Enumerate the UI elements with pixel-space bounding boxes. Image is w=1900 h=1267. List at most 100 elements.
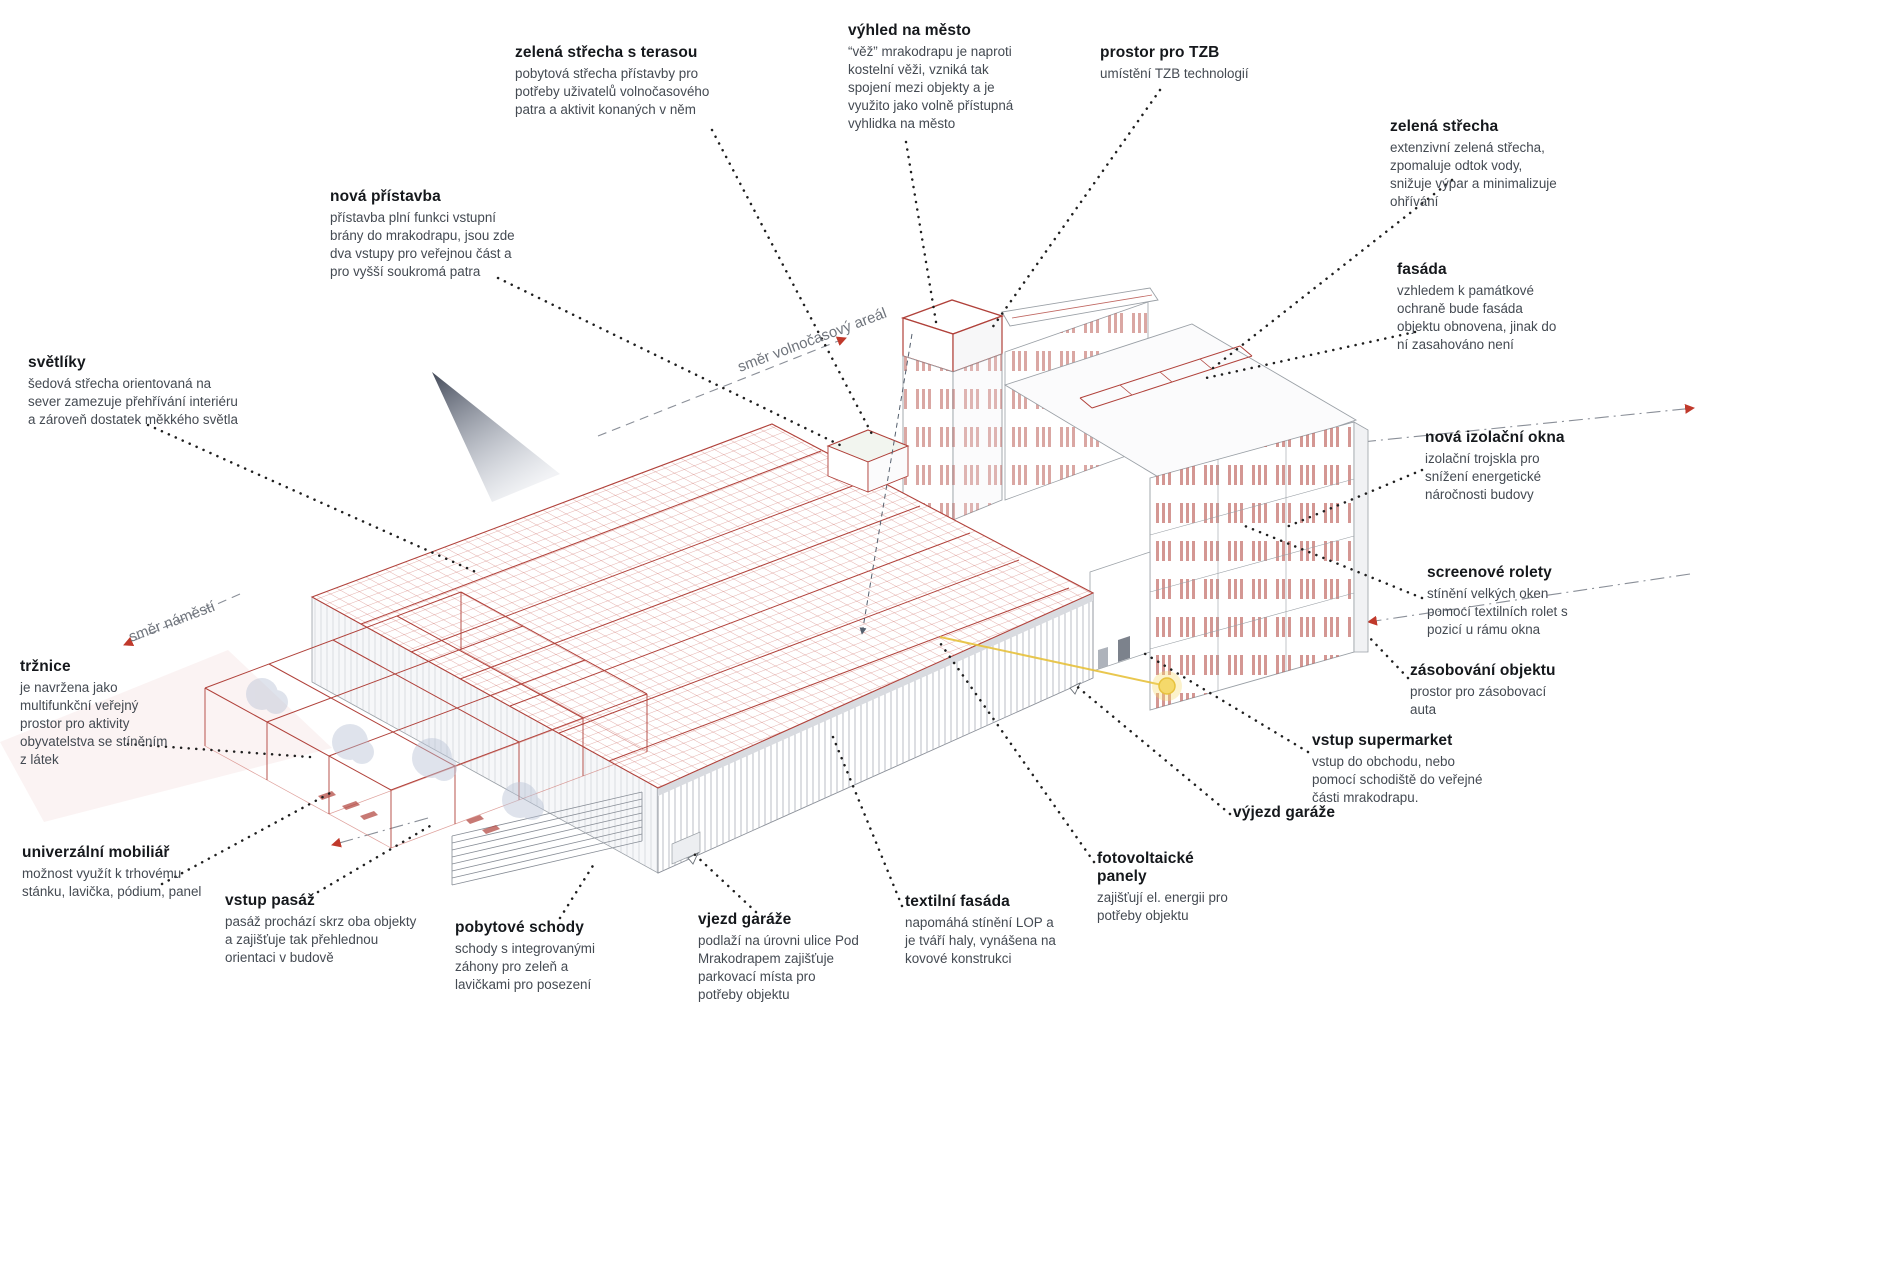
annotation-body: vzhledem k památkové ochraně bude fasáda…: [1397, 283, 1557, 352]
annotation-nova-pristavba: nová přístavba přístavba plní funkci vst…: [330, 188, 520, 281]
annotation-body: šedová střecha orientovaná na sever zame…: [28, 376, 238, 427]
annotation-title: prostor pro TZB: [1100, 44, 1220, 61]
annotation-body: zajišťují el. energii pro potřeby objekt…: [1097, 890, 1228, 923]
annotation-body: extenzivní zelená střecha, zpomaluje odt…: [1390, 140, 1557, 209]
annotation-title: zelená střecha s terasou: [515, 44, 698, 61]
annotation-title: fasáda: [1397, 261, 1447, 278]
annotation-vyhled-na-mesto: výhled na město “věž” mrakodrapu je napr…: [848, 22, 1018, 133]
leader-fotovoltaicke-panely: [936, 638, 1096, 864]
annotation-zelena-strecha-terasa: zelená střecha s terasou pobytová střech…: [515, 44, 730, 119]
leader-nova-izolacni-okna: [1282, 468, 1424, 530]
annotation-prostor-tzb: prostor pro TZB umístění TZB technologií: [1100, 44, 1290, 83]
annotation-pobytove-schody: pobytové schody schody s integrovanými z…: [455, 919, 620, 994]
annotation-body: “věž” mrakodrapu je naproti kostelní věž…: [848, 44, 1014, 131]
square-direction-zone: [0, 650, 332, 822]
annotation-vyjezd-garaze: výjezd garáže: [1233, 804, 1363, 825]
axis-namesti: [123, 593, 241, 646]
annotation-zelena-strecha: zelená střecha extenzivní zelená střecha…: [1390, 118, 1565, 211]
leader-zelena-strecha-terasa: [710, 128, 876, 440]
garage-entry-opening: [671, 831, 701, 865]
annotation-title: výhled na město: [848, 22, 971, 39]
annotation-title: pobytové schody: [455, 919, 584, 936]
sun-path: [939, 636, 1182, 701]
annotation-title: textilní fasáda: [905, 893, 1010, 910]
annotation-title: univerzální mobiliář: [22, 844, 170, 861]
leader-zasobovani: [1366, 634, 1410, 680]
leader-svetliky: [146, 423, 480, 575]
annotation-title: vjezd garáže: [698, 911, 792, 928]
annotation-vstup-pasaz: vstup pasáž pasáž prochází skrz oba obje…: [225, 892, 420, 967]
annotation-textilni-fasada: textilní fasáda napomáhá stínění LOP a j…: [905, 893, 1065, 968]
roof-addition: [826, 429, 910, 493]
leader-screenove-rolety: [1238, 522, 1424, 600]
annotation-body: pobytová střecha přístavby pro potřeby u…: [515, 66, 710, 117]
annotation-title: zásobování objektu: [1410, 662, 1556, 679]
axis-volnocasovy: [597, 336, 847, 437]
annotation-fasada: fasáda vzhledem k památkové ochraně bude…: [1397, 261, 1567, 354]
direction-label-volnocasovy: směr volnočasový areál: [735, 305, 889, 376]
leader-fasada: [1204, 330, 1417, 380]
axis-supply-route: [1367, 573, 1691, 626]
annotation-title: zelená střecha: [1390, 118, 1499, 135]
annotation-title: světlíky: [28, 354, 86, 371]
market-posts: [204, 592, 648, 848]
leader-vstup-pasaz: [316, 824, 432, 894]
tower: [900, 299, 1005, 521]
annotation-body: vstup do obchodu, nebo pomocí schodiště …: [1312, 754, 1483, 805]
annotation-body: napomáhá stínění LOP a je tváří haly, vy…: [905, 915, 1056, 966]
street-furniture: [318, 791, 500, 834]
annotation-univerzalni-mobiliar: univerzální mobiliář možnost využít k tr…: [22, 844, 217, 901]
direction-label-namesti: směr náměstí: [126, 598, 218, 646]
annotation-title: screenové rolety: [1427, 564, 1552, 581]
leader-zelena-strecha: [1206, 178, 1454, 374]
annotation-nova-izolacni-okna: nová izolační okna izolační trojskla pro…: [1425, 429, 1585, 504]
annotation-title: vstup supermarket: [1312, 732, 1453, 749]
annotation-fotovoltaicke-panely: fotovoltaické panely zajišťují el. energ…: [1097, 850, 1247, 925]
annotation-vjezd-garaze: vjezd garáže podlaží na úrovni ulice Pod…: [698, 911, 863, 1004]
annotation-body: umístění TZB technologií: [1100, 66, 1249, 81]
annotation-screenove-rolety: screenové rolety stínění velkých oken po…: [1427, 564, 1587, 639]
axis-road-east: [1361, 403, 1695, 443]
annotation-title: výjezd garáže: [1233, 804, 1336, 821]
sawtooth-ridges: [360, 450, 1070, 762]
annotation-body: je navržena jako multifunkční veřejný pr…: [20, 680, 168, 767]
annotation-title: vstup pasáž: [225, 892, 315, 909]
supermarket-door: [1118, 636, 1130, 662]
annex-door: [1098, 647, 1108, 669]
axis-passage: [331, 817, 429, 848]
annotation-title: nová izolační okna: [1425, 429, 1565, 446]
market-structure: [204, 591, 648, 849]
view-sight-line: [859, 333, 913, 635]
leader-lines: [126, 88, 1454, 920]
main-roof: [1003, 323, 1358, 485]
annotation-body: izolační trojskla pro snížení energetick…: [1425, 451, 1542, 502]
hall-fascia: [658, 593, 1093, 796]
leader-vyhled-na-mesto: [904, 140, 938, 324]
annotation-body: stínění velkých oken pomocí textilních r…: [1427, 586, 1568, 637]
main-east-end: [1353, 421, 1369, 653]
annotation-svetliky: světlíky šedová střecha orientovaná na s…: [28, 354, 238, 429]
hall: [310, 423, 1095, 886]
annotation-trznice: tržnice je navržena jako multifunkční ve…: [20, 658, 170, 769]
annotation-title: tržnice: [20, 658, 71, 675]
annotation-title: fotovoltaické panely: [1097, 850, 1194, 885]
annotation-title: nová přístavba: [330, 188, 441, 205]
leader-pobytove-schody: [558, 862, 596, 920]
ground-context: [0, 336, 1695, 848]
leader-nova-pristavba: [496, 276, 848, 450]
annotation-body: možnost využít k trhovému stánku, lavičk…: [22, 866, 202, 899]
annotation-body: podlaží na úrovni ulice Pod Mrakodrapem …: [698, 933, 859, 1002]
annotation-body: pasáž prochází skrz oba objekty a zajišť…: [225, 914, 417, 965]
leader-vjezd-garaze: [690, 850, 758, 914]
north-light-cone: [432, 372, 560, 502]
annotation-vstup-supermarket: vstup supermarket vstup do obchodu, nebo…: [1312, 732, 1487, 807]
outdoor-stairs: [451, 791, 643, 886]
annotation-body: prostor pro zásobovací auta: [1410, 684, 1547, 717]
annotation-body: přístavba plní funkci vstupní brány do m…: [330, 210, 515, 279]
annotation-zasobovani: zásobování objektu prostor pro zásobovac…: [1410, 662, 1570, 719]
leader-prostor-tzb: [990, 88, 1162, 330]
leader-trznice: [126, 742, 312, 759]
trees: [246, 678, 544, 820]
